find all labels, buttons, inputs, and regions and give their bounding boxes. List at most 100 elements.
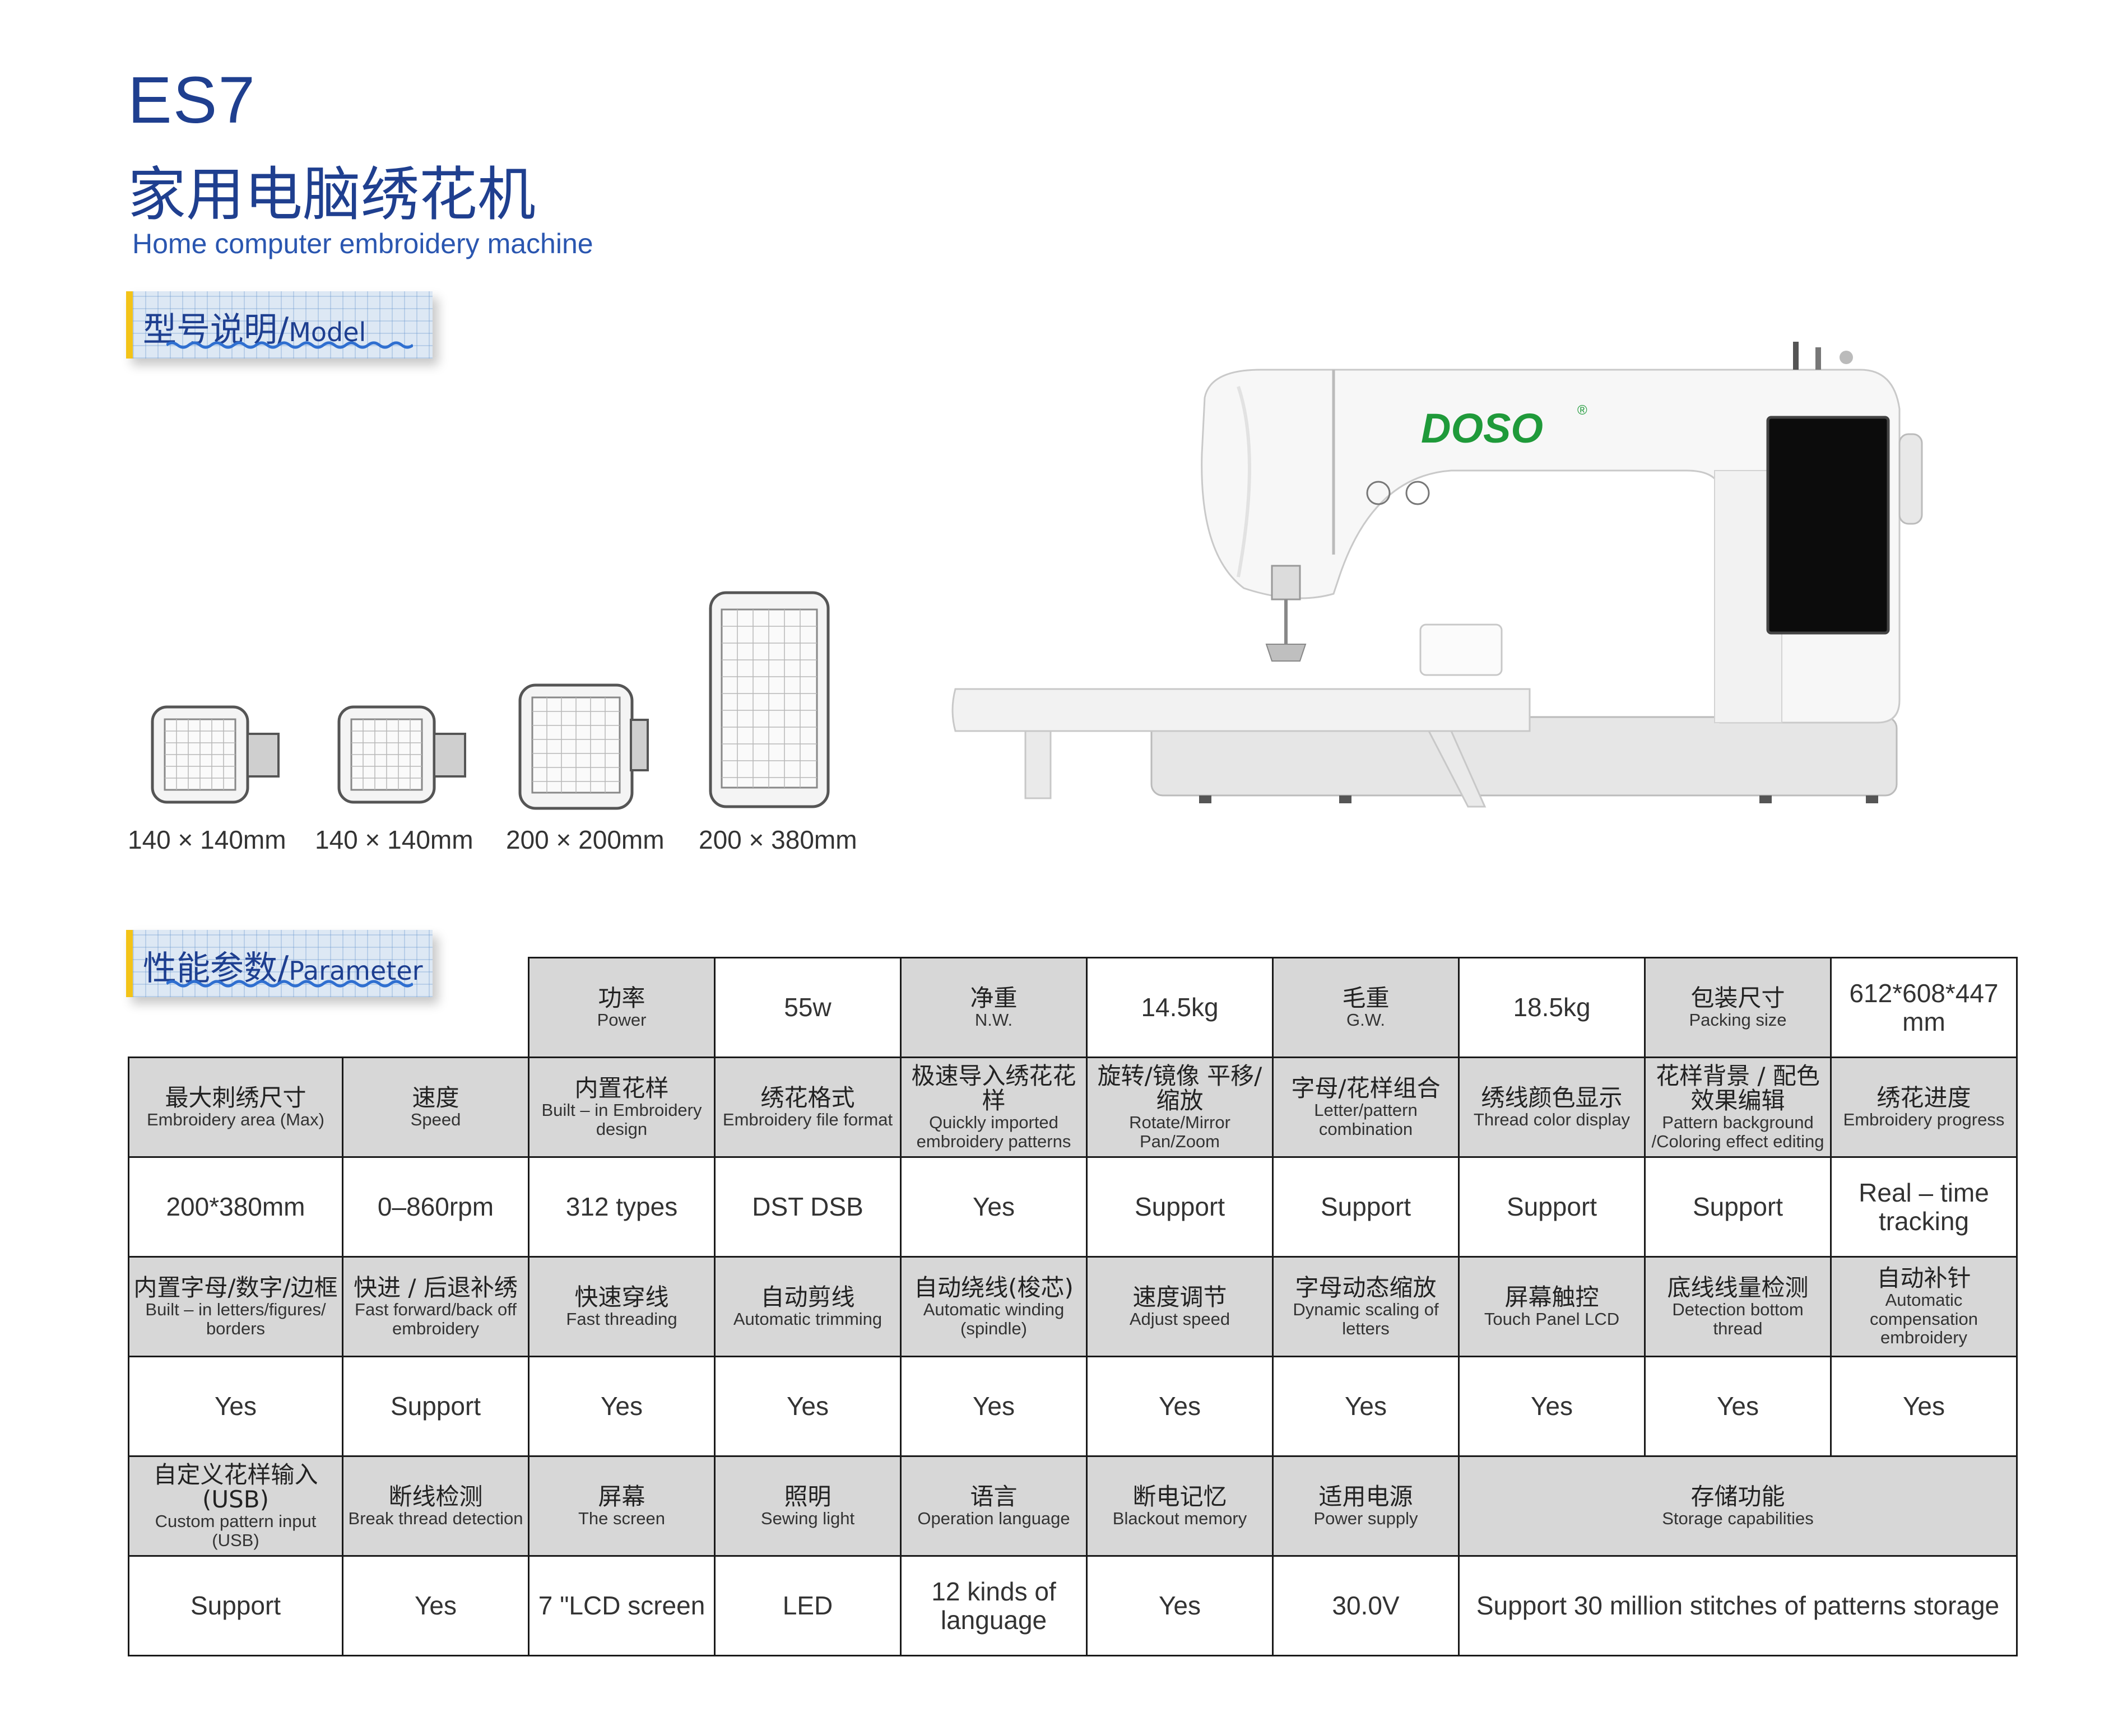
spec-label-en: Automatic trimming [733,1309,882,1329]
spec-label-en: Sewing light [760,1508,855,1528]
spec-value-cell: Yes [1086,1555,1274,1656]
spec-value: Yes [1716,1391,1759,1421]
spec-label-en: Quickly imported embroidery patterns [916,1113,1071,1151]
spec-label-cn: 断电记忆 [1132,1482,1227,1510]
spec-value: 200*380mm [166,1192,305,1222]
spec-value-cell: Yes [1086,1356,1274,1457]
spec-value: Support [190,1591,281,1621]
spec-label-cn: 语言 [970,1482,1018,1510]
spec-label-en: Packing size [1689,1009,1787,1030]
spec-value: 12 kinds of language [931,1576,1056,1635]
spec-value-cell: Real – time tracking [1830,1156,2018,1258]
spec-value-cell: 312 types [528,1156,716,1258]
spec-label-en: Pattern background /Coloring effect edit… [1651,1113,1824,1151]
spec-value: Yes [1530,1391,1573,1421]
spec-value-cell: Support [342,1356,530,1457]
spec-label-cn: 内置字母/数字/边框 [133,1273,338,1301]
spec-label-en: Embroidery file format [722,1109,893,1129]
spec-value-cell: 14.5kg [1086,957,1274,1058]
spec-value: Yes [972,1192,1015,1222]
spec-label-en: Embroidery progress [1843,1109,2005,1129]
section-tag-model: 型号说明/Model [126,291,433,359]
registered-mark: ® [1577,403,1587,418]
hoop-size-label: 140 × 140mm [315,825,473,854]
spec-value-cell: Yes [900,1356,1088,1457]
spec-label-en: Break thread detection [348,1508,523,1528]
spec-value-cell: Yes [1830,1356,2018,1457]
brand-logo: DOSO [1421,405,1543,452]
spec-value: DST DSB [752,1192,863,1222]
spec-value: 0–860rpm [377,1192,494,1222]
hoop-image-3 [518,683,649,810]
section-tag-parameter: 性能参数/Parameter [126,930,433,997]
spec-label-en: The screen [578,1508,666,1528]
spec-label-cn: 速度 [412,1083,459,1111]
spec-value: LED [782,1591,833,1621]
spec-label-en: Power supply [1313,1508,1418,1528]
spec-label-en: Automatic compensation embroidery [1869,1290,1978,1348]
spec-value: Yes [1902,1391,1945,1421]
spec-value-cell: Yes [342,1555,530,1656]
spec-label-cn: 毛重 [1342,984,1390,1012]
wave-decoration [166,341,413,349]
spec-label-cn: 存储功能 [1690,1482,1785,1510]
spec-label-en: Fast forward/back off embroidery [355,1300,517,1338]
spec-label-en: Power [597,1009,647,1030]
spec-label-en: Touch Panel LCD [1484,1309,1620,1329]
spec-value: 7 "LCD screen [538,1591,705,1621]
spec-value-cell: 30.0V [1272,1555,1460,1656]
spec-value-cell: Support [1458,1156,1646,1258]
spec-label-cn: 字母/花样组合 [1291,1074,1441,1102]
spec-value: Support 30 million stitches of patterns … [1476,1591,2000,1621]
spec-label-cn: 照明 [784,1482,832,1510]
spec-label-en: Adjust speed [1129,1309,1230,1329]
spec-value: Yes [600,1391,643,1421]
spec-label-cn: 适用电源 [1318,1482,1413,1510]
spec-value-cell: LED [714,1555,902,1656]
spec-label-cn: 自定义花样输入(USB) [153,1460,318,1514]
spec-label-en: Blackout memory [1112,1508,1247,1528]
spec-value-cell: 7 "LCD screen [528,1555,716,1656]
spec-value-cell: Yes [900,1156,1088,1258]
spec-label-cn: 快进 / 后退补绣 [354,1273,518,1301]
spec-label-cn: 绣花进度 [1877,1083,1971,1111]
spec-label-en: N.W. [974,1009,1013,1030]
spec-label-cn: 绣线颜色显示 [1481,1083,1623,1111]
table-row: 自定义花样输入(USB)Custom pattern input (USB) 断… [128,1455,2018,1557]
spec-label-cn: 功率 [598,984,645,1012]
spec-value: 55w [784,993,832,1022]
spec-label-cell: 自动绕线(梭芯)Automatic winding (spindle) [900,1256,1088,1357]
table-row: Support Yes 7 "LCD screen LED 12 kinds o… [128,1555,2018,1656]
spec-label-cn: 内置花样 [574,1074,669,1102]
spec-label-cn: 快速穿线 [574,1283,669,1311]
spec-label-cn: 自动剪线 [760,1283,855,1311]
spec-label-cn: 底线线量检测 [1667,1273,1809,1301]
spec-label-cn: 花样背景 / 配色效果编辑 [1656,1062,1820,1115]
spec-label-cn: 屏幕触控 [1504,1283,1599,1311]
spec-value: Yes [214,1391,257,1421]
spec-label-en: Fast threading [566,1309,677,1329]
spec-label-en: Storage capabilities [1662,1508,1814,1528]
spec-label-en: Detection bottom thread [1672,1300,1804,1338]
spec-value-cell: Yes [528,1356,716,1457]
spec-value: Support [1692,1192,1783,1222]
